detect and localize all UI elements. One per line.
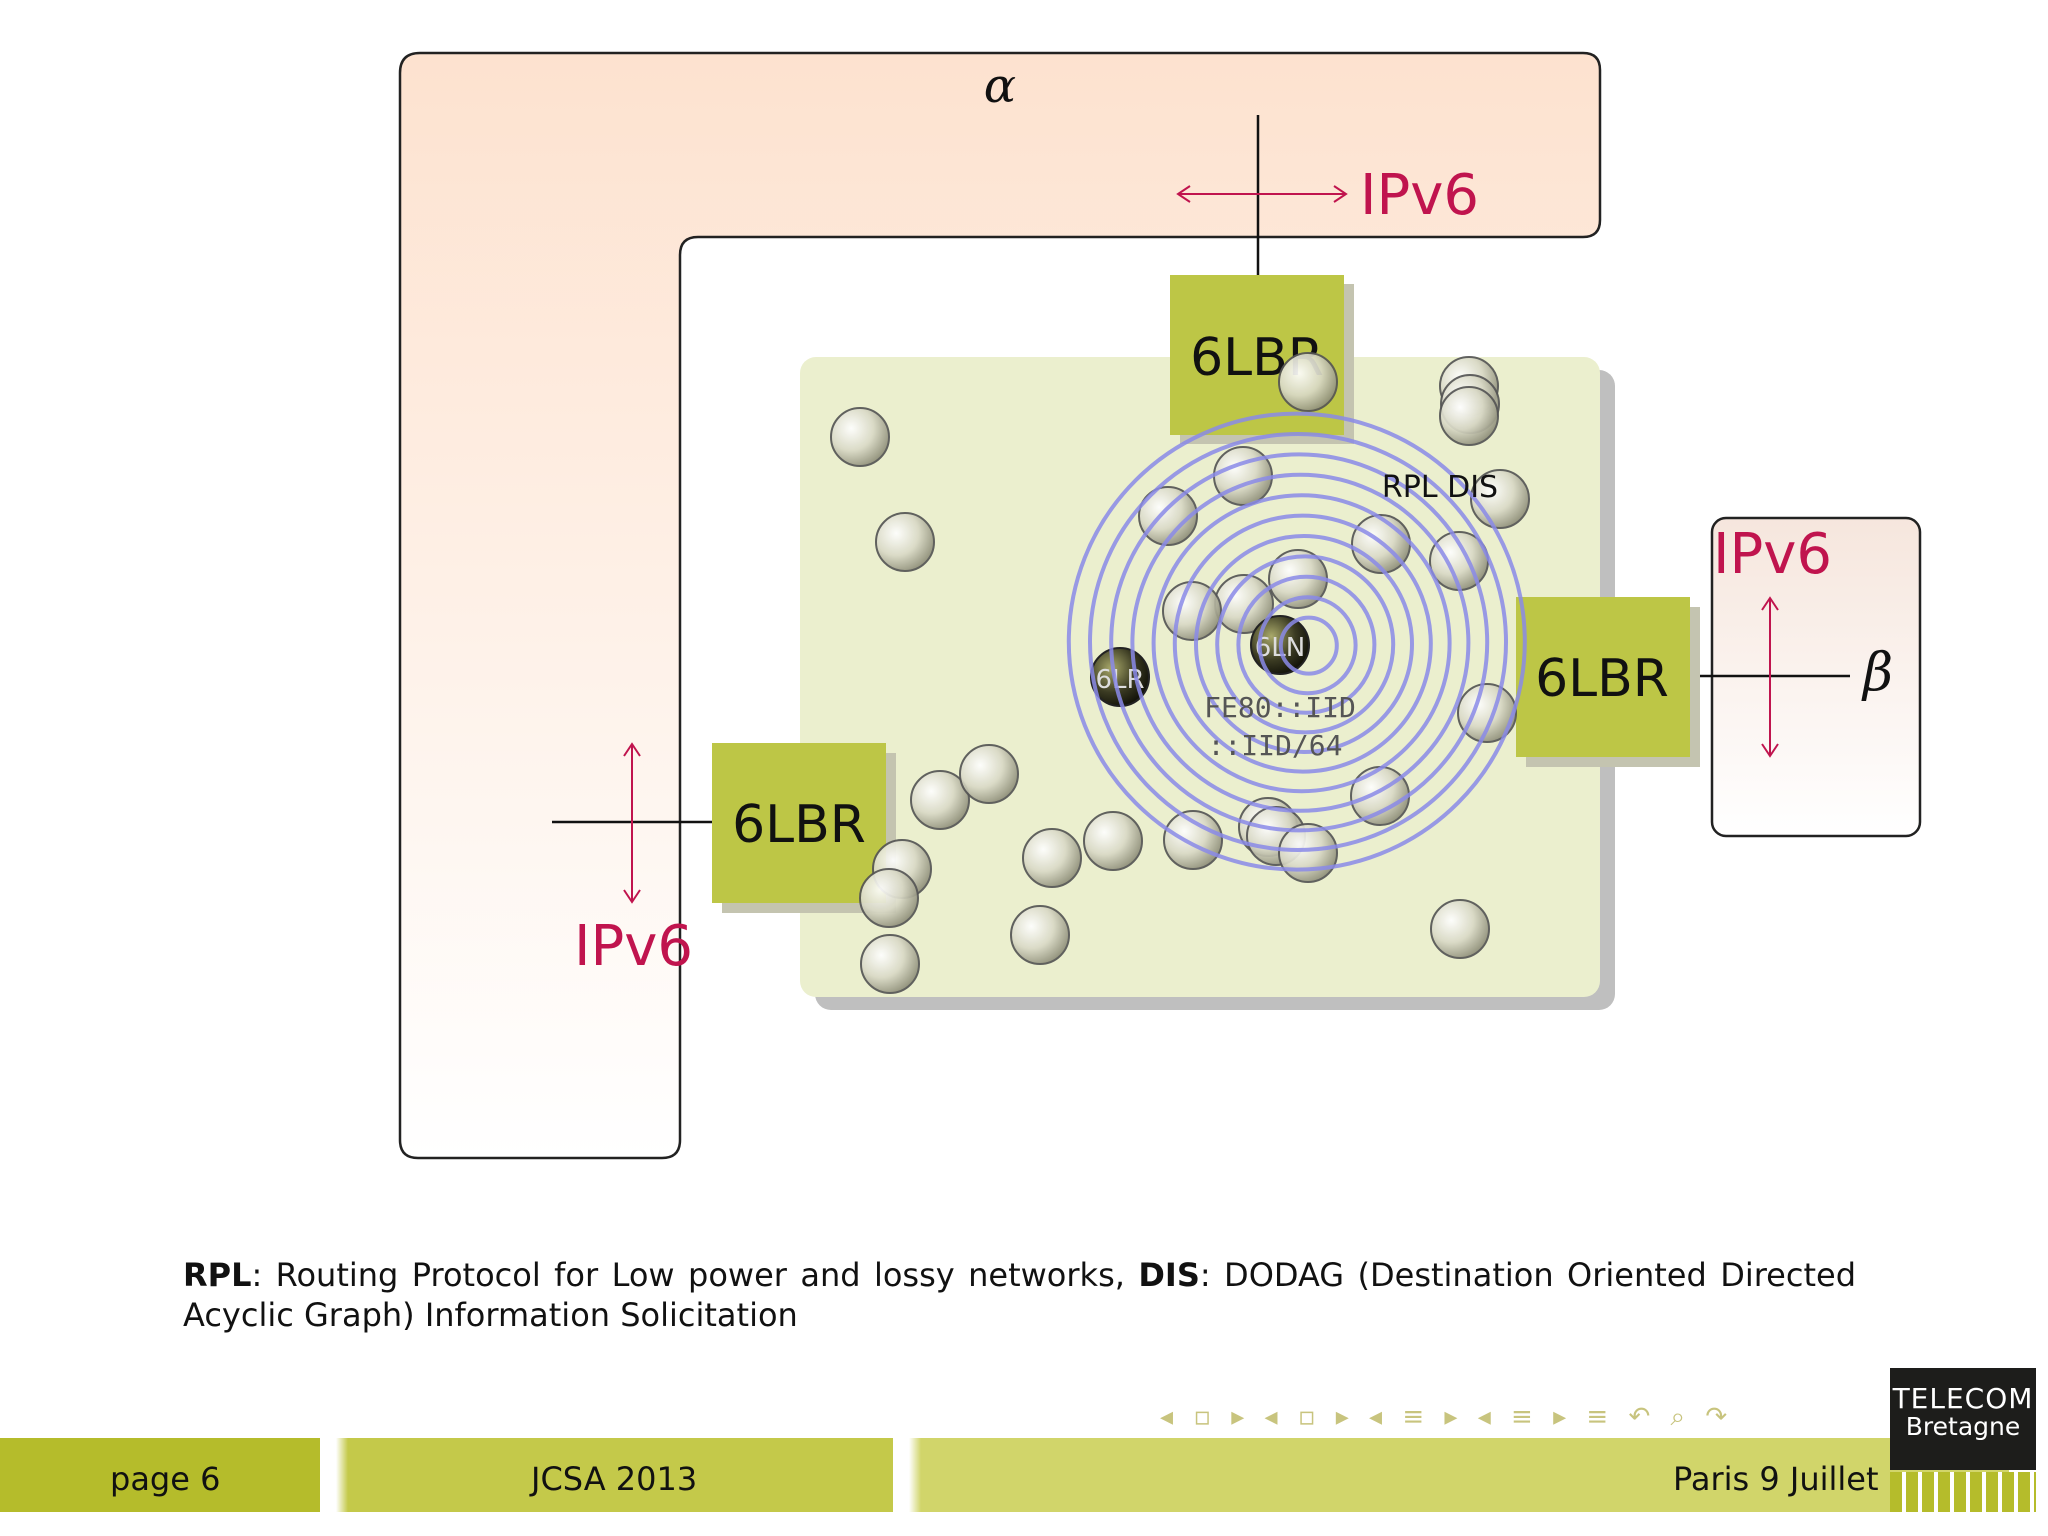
- sensor-node: [959, 744, 1019, 804]
- dis-broadcast-ripples: [1066, 411, 1527, 872]
- footer-page-number: page 6: [110, 1460, 221, 1498]
- sensor-node: [1278, 823, 1338, 883]
- sensor-node: [860, 934, 920, 994]
- left-arrow-head-down: [623, 889, 641, 904]
- caption-dis-term: DIS: [1138, 1256, 1200, 1294]
- sensor-nodes: [830, 352, 1530, 994]
- footer-event-panel: [336, 1438, 893, 1512]
- logo-stripes: [1890, 1472, 2036, 1512]
- sensor-node: [1022, 828, 1082, 888]
- sensor-node: [1138, 486, 1198, 546]
- caption: RPL: Routing Protocol for Low power and …: [183, 1255, 1856, 1335]
- sensor-node: [1430, 899, 1490, 959]
- caption-rpl-term: RPL: [183, 1256, 252, 1294]
- dis-ripple-ring: [1278, 615, 1339, 676]
- sensor-node: [1439, 386, 1499, 446]
- rpl-dis-label: RPL DIS: [1382, 470, 1498, 505]
- sensor-node: [1213, 446, 1273, 506]
- caption-dis-def: : DODAG (Destination Oriented Directed A…: [183, 1256, 1857, 1334]
- sensor-node: [1010, 905, 1070, 965]
- alpha-domain-region: [398, 51, 1602, 1160]
- ipv6-label-top: IPv6: [1360, 163, 1479, 228]
- sensor-node: [1083, 811, 1143, 871]
- footer-place-panel: [909, 1438, 2009, 1512]
- dis-ripple-ring: [1109, 452, 1490, 833]
- right-arrow-head-up: [1761, 596, 1779, 611]
- logo-line-1: TELECOM: [1892, 1382, 2034, 1415]
- dis-ripple-ring: [1172, 513, 1433, 774]
- caption-rpl-def: : Routing Protocol for Low power and los…: [251, 1256, 1139, 1294]
- dis-ripple-ring: [1066, 411, 1527, 872]
- beamer-navigation-icons[interactable]: ◂ ▫ ▸ ◂ ▫ ▸ ◂ ≡ ▸ ◂ ≡ ▸ ≡ ↶ ⌕ ↷: [1160, 1402, 1734, 1432]
- footer-page-panel: [0, 1438, 320, 1512]
- dis-ripple-ring: [1088, 432, 1508, 852]
- dis-ripple-ring: [1194, 534, 1414, 754]
- right-arrow-head-down: [1761, 743, 1779, 758]
- router-right: 6LBR: [1516, 597, 1700, 767]
- sensor-node: [1278, 352, 1338, 412]
- sensor-node: [1163, 810, 1223, 870]
- address-line-1: FE80::IID: [1204, 691, 1356, 724]
- top-arrow-head-left: [1176, 185, 1191, 203]
- telecom-bretagne-logo: TELECOM Bretagne: [1890, 1368, 2036, 1470]
- logo-line-2: Bretagne: [1905, 1412, 2021, 1441]
- sensor-node: [830, 407, 890, 467]
- dis-ripple-ring: [1236, 574, 1377, 715]
- dis-ripple-ring: [1130, 472, 1471, 813]
- ipv6-label-right: IPv6: [1713, 522, 1832, 587]
- dis-ripple-ring: [1151, 493, 1452, 794]
- sensor-node: [910, 770, 970, 830]
- ipv6-label-left: IPv6: [574, 914, 693, 979]
- footer-event-name: JCSA 2013: [531, 1460, 698, 1498]
- router-right-label: 6LBR: [1535, 649, 1669, 709]
- left-arrow-head-up: [623, 742, 641, 757]
- dis-ripple-ring: [1257, 595, 1358, 696]
- sensor-node: [859, 868, 919, 928]
- alpha-label: α: [984, 58, 1016, 114]
- dis-ripple-ring: [1215, 554, 1396, 735]
- router-left-label: 6LBR: [732, 795, 866, 855]
- address-line-2: ::IID/64: [1208, 729, 1343, 762]
- top-arrow-head-right: [1333, 185, 1348, 203]
- footer-place-date: Paris 9 Juillet: [1673, 1460, 1879, 1498]
- sensor-node: [1457, 683, 1517, 743]
- sensor-node: [875, 512, 935, 572]
- beta-label: β: [1861, 643, 1893, 703]
